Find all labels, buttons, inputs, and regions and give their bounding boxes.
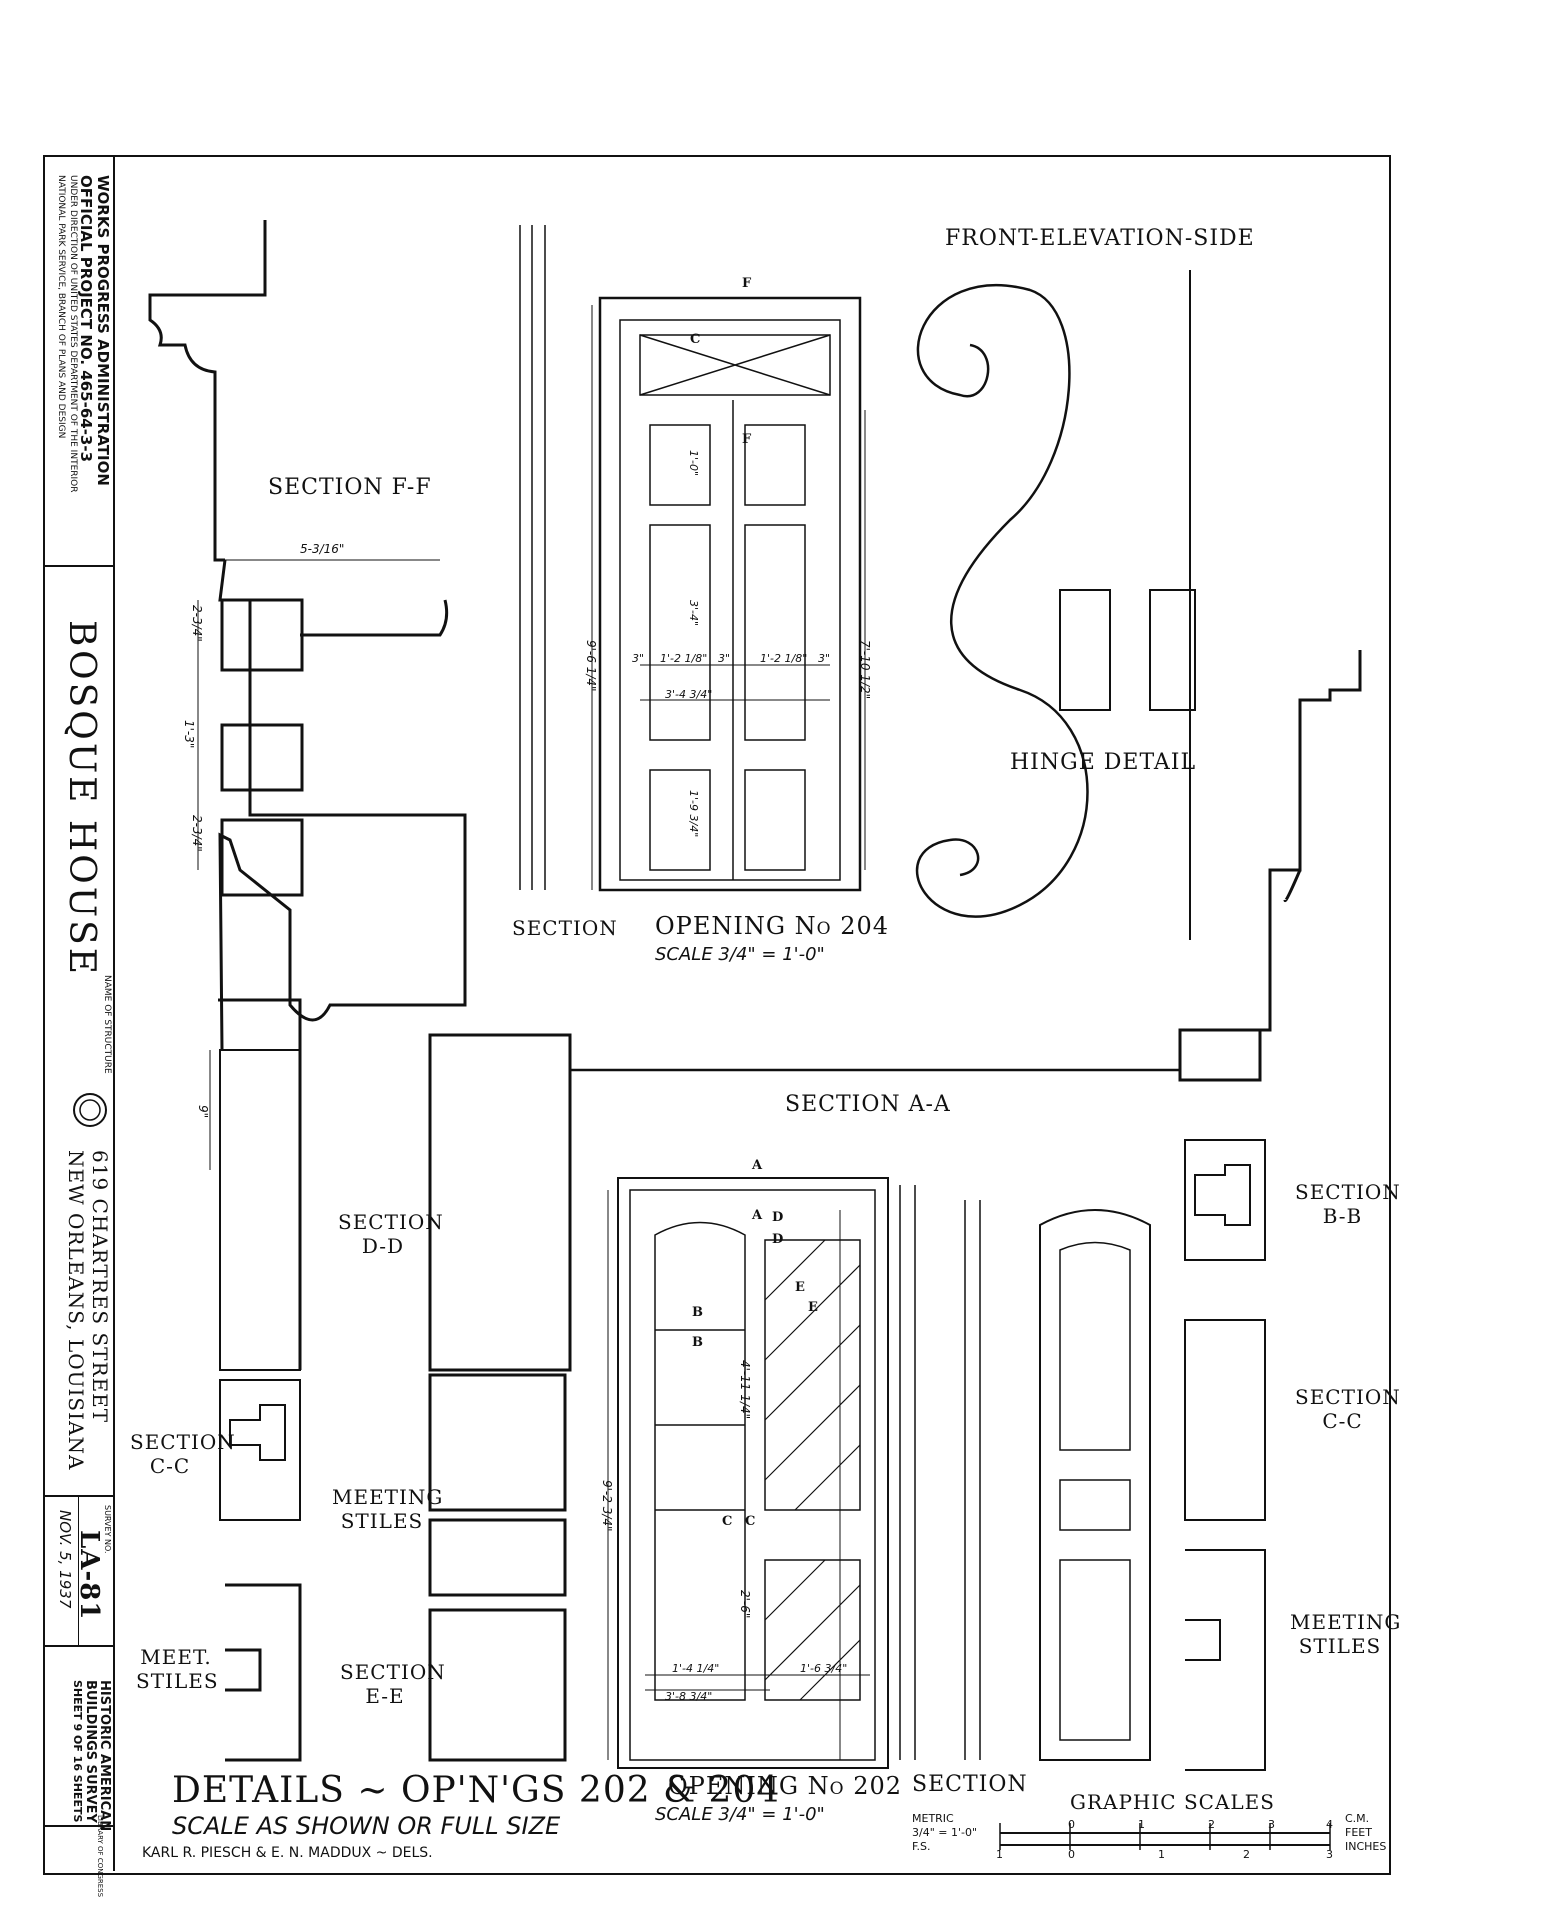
dim-text: 3" [718,652,731,665]
scale-tick: 2 [1208,1818,1215,1831]
scale-ratio: 3/4" = 1'-0" [912,1826,978,1839]
dim-text: 9" [196,1105,210,1119]
scale-fs: F.S. [912,1840,931,1853]
callout: A [752,1208,763,1223]
scale-inches: INCHES [1345,1840,1387,1853]
scale-tick: 3 [1268,1818,1275,1831]
section-cc-left-label: SECTION C-C [130,1430,236,1478]
scale-tick: 0 [1068,1848,1075,1861]
dim-text: 5-3/16" [300,542,345,556]
scale-cm: C.M. [1345,1812,1370,1825]
scale-tick: 1 [996,1848,1003,1861]
dim-text: 2'-6" [738,1590,752,1619]
scale-feet: FEET [1345,1826,1372,1839]
meet-stiles-label: MEET. STILES [136,1645,219,1693]
dim-text: 7'-10 1/2" [858,640,872,700]
section-bb-label: SECTION B-B [1295,1180,1401,1228]
dim-text: 1'-4 1/4" [672,1662,720,1675]
section-cc-right-label: SECTION C-C [1295,1385,1401,1433]
dim-text: 1'-6 3/4" [800,1662,848,1675]
nps-seal-icon [73,1093,107,1127]
dim-text: 4'-11 1/4" [738,1360,752,1420]
callout: E [795,1280,805,1295]
dim-text: 2-3/4" [190,605,204,642]
callout: F [742,276,752,291]
dim-text: 3" [818,652,831,665]
delineators: KARL R. PIESCH & E. N. MADDUX ~ DELS. [142,1845,433,1861]
scale-tick: 1 [1158,1848,1165,1861]
dim-text: 1'-9 3/4" [687,790,700,838]
details-subtitle: SCALE AS SHOWN OR FULL SIZE [172,1812,561,1840]
dim-text: 9'-2 3/4" [600,1480,614,1532]
section-ff-label: SECTION F-F [268,475,432,500]
scale-tick: 1 [1138,1818,1145,1831]
section-left-top-label: SECTION [512,916,618,940]
sheet-border [43,155,1391,1875]
callout: F [742,432,752,447]
dim-text: 9'-6 1/4" [584,640,598,692]
section-ee-label: SECTION E-E [340,1660,446,1708]
callout: B [692,1335,703,1350]
meeting-stiles-right-label: MEETING STILES [1290,1610,1402,1658]
callout: C [745,1514,756,1529]
opening-202-scale: SCALE 3/4" = 1'-0" [655,1804,825,1825]
callout: B [692,1305,703,1320]
opening-202-label: OPENING No 202 [668,1772,902,1800]
dim-text: 2-3/4" [190,815,204,852]
section-aa-label: SECTION A-A [785,1092,951,1117]
section-bottom-label: SECTION [912,1772,1028,1797]
scale-tick: 3 [1326,1848,1333,1861]
section-dd-label: SECTION D-D [338,1210,444,1258]
dim-text: 3" [632,652,645,665]
scale-tick: 0 [1068,1818,1075,1831]
front-elevation-side-label: FRONT-ELEVATION-SIDE [945,226,1255,251]
dim-text: 1'-0" [687,450,700,477]
dim-text: 1'-2 1/8" [760,652,808,665]
callout: C [690,332,701,347]
meeting-stiles-left-label: MEETING STILES [332,1485,444,1533]
callout: A [752,1158,763,1173]
callout: E [808,1300,818,1315]
section-ff-profile [148,220,267,562]
details-title: DETAILS ~ OP'N'GS 202 & 204 [172,1770,781,1811]
scale-tick: 2 [1243,1848,1250,1861]
dim-text: 3'-8 3/4" [665,1690,713,1703]
hinge-detail-label: HINGE DETAIL [1010,750,1197,775]
hinge-strap [915,283,1089,918]
graphic-scales-label: GRAPHIC SCALES [1070,1790,1275,1814]
opening-204-label: OPENING No 204 [655,912,889,940]
dim-text: 1'-2 1/8" [660,652,708,665]
opening-204-scale: SCALE 3/4" = 1'-0" [655,944,825,965]
scale-metric: METRIC [912,1812,954,1825]
dim-text: 3'-4 3/4" [665,688,713,701]
callout: D [772,1232,784,1247]
dim-text: 1'-3" [182,720,196,749]
scale-tick: 4 [1326,1818,1333,1831]
dim-text: 3'-4" [687,600,700,627]
callout: C [722,1514,733,1529]
callout: D [772,1210,784,1225]
title-block [43,155,115,1871]
